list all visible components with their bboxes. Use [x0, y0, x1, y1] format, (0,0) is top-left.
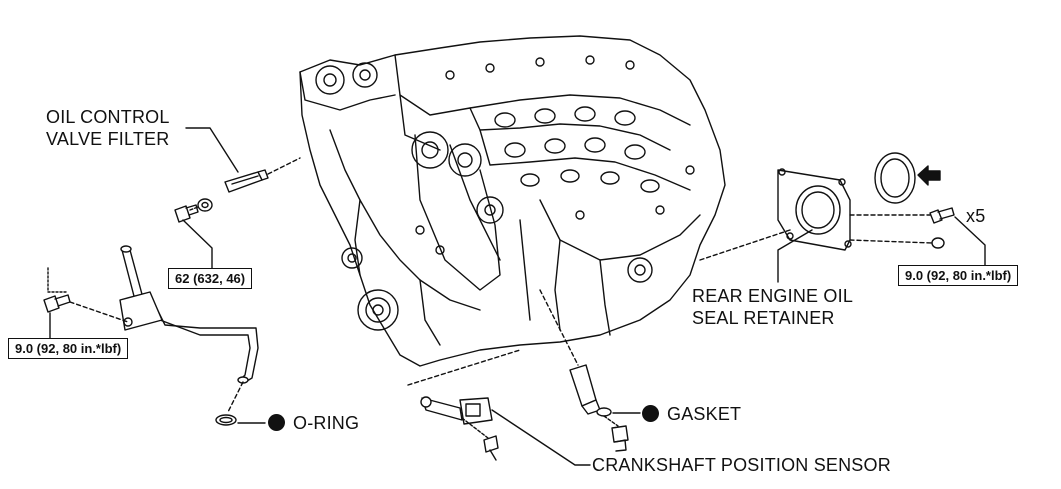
crankshaft-position-sensor-part	[420, 396, 493, 425]
crankshaft-position-sensor-label: CRANKSHAFT POSITION SENSOR	[592, 455, 891, 475]
label-line: REAR ENGINE OIL	[692, 286, 854, 306]
install-direction-arrow	[917, 165, 941, 186]
torque-spec-right-bolt: 9.0 (92, 80 in.*lbf)	[898, 265, 1019, 286]
filter-plug-bolt	[174, 204, 199, 223]
o-ring-label: O-RING	[268, 412, 359, 434]
new-part-bullet-icon	[642, 405, 659, 422]
engine-block	[299, 35, 726, 367]
label-line: SEAL RETAINER	[692, 308, 835, 328]
oil-control-valve-filter	[224, 169, 269, 193]
oil-pipe	[119, 245, 259, 384]
sensor-bolt	[483, 435, 499, 461]
new-part-bullet-icon	[268, 414, 285, 431]
quantity-label: x5	[966, 206, 986, 226]
torque-spec-filter-plug: 62 (632, 46)	[168, 268, 253, 289]
oil-pressure-switch	[569, 364, 601, 415]
gasket-text: GASKET	[667, 404, 742, 424]
oil-control-valve-filter-label: OIL CONTROL VALVE FILTER	[46, 106, 170, 150]
rear-oil-seal-retainer	[777, 168, 852, 251]
retainer-nut	[931, 237, 945, 249]
filter-washer	[197, 198, 213, 212]
rear-engine-oil-seal-retainer-label: REAR ENGINE OIL SEAL RETAINER	[692, 285, 853, 329]
o-ring-text: O-RING	[293, 413, 360, 433]
o-ring-part	[215, 414, 237, 426]
gasket-part	[596, 407, 612, 417]
rear-oil-seal	[874, 152, 916, 204]
gasket-label: GASKET	[642, 403, 741, 425]
torque-spec-left-bolt: 9.0 (92, 80 in.*lbf)	[8, 338, 129, 359]
label-line: VALVE FILTER	[46, 129, 170, 149]
retainer-bolt	[929, 207, 955, 224]
pipe-bolt	[43, 294, 71, 313]
label-line: OIL CONTROL	[46, 107, 170, 127]
gasket-plug	[611, 425, 629, 452]
